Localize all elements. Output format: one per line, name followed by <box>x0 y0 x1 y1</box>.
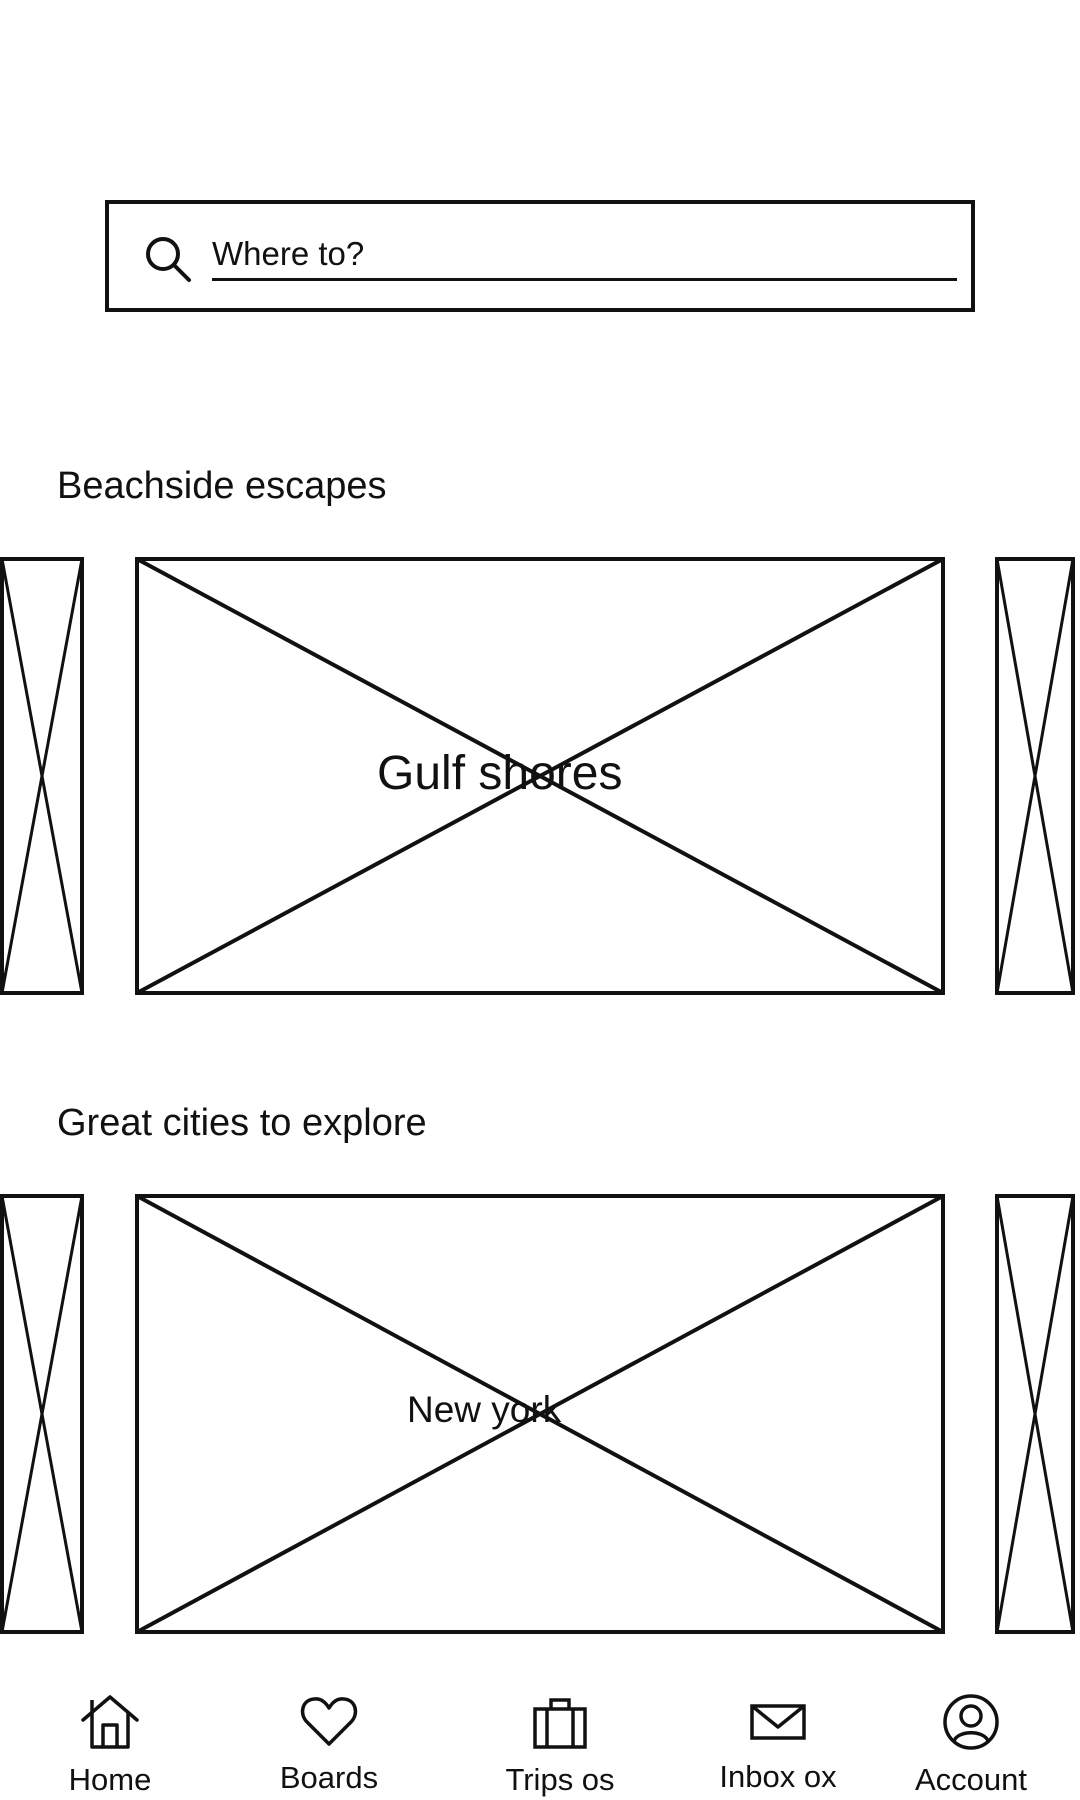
card-label-gulf-shores: Gulf shores <box>377 747 623 800</box>
mail-icon <box>748 1692 808 1752</box>
bottom-navigation: Home Boards Trips os Inbox ox <box>0 1680 1080 1800</box>
nav-item-trips[interactable]: Trips os <box>470 1680 650 1800</box>
carousel-card-next[interactable] <box>995 1194 1075 1634</box>
account-icon <box>941 1692 1001 1752</box>
carousel-card-next[interactable] <box>995 557 1075 995</box>
nav-label-boards: Boards <box>279 1760 379 1795</box>
carousel-card-new-york[interactable] <box>135 1194 945 1634</box>
section-title-great-cities: Great cities to explore <box>57 1102 427 1144</box>
nav-label-account: Account <box>914 1762 1027 1797</box>
nav-item-inbox[interactable]: Inbox ox <box>688 1680 868 1800</box>
card-label-new-york: New york <box>407 1389 562 1430</box>
search-icon <box>143 234 193 284</box>
nav-item-boards[interactable]: Boards <box>239 1680 419 1800</box>
carousel-card-previous[interactable] <box>0 1194 84 1634</box>
nav-label-trips: Trips os <box>505 1762 615 1797</box>
carousel-card-gulf-shores[interactable] <box>135 557 945 995</box>
heart-icon <box>299 1692 359 1752</box>
nav-label-inbox: Inbox ox <box>719 1759 837 1794</box>
nav-item-home[interactable]: Home <box>20 1680 200 1800</box>
nav-label-home: Home <box>68 1762 152 1797</box>
home-icon <box>80 1692 140 1752</box>
briefcase-icon <box>530 1692 590 1752</box>
section-title-beachside-escapes: Beachside escapes <box>57 465 387 507</box>
search-bar[interactable] <box>105 200 975 312</box>
carousel-card-previous[interactable] <box>0 557 84 995</box>
search-input[interactable] <box>212 230 957 281</box>
nav-item-account[interactable]: Account <box>881 1680 1061 1800</box>
